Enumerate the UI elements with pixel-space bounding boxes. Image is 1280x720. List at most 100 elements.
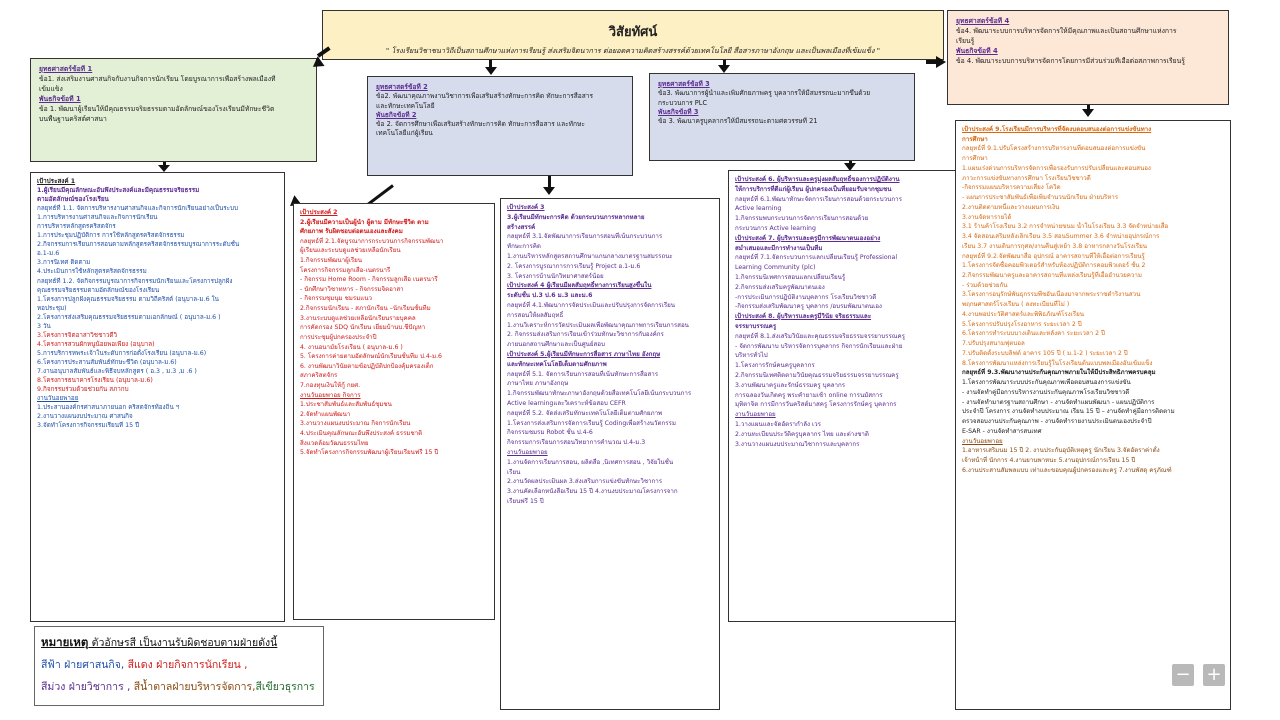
text-line: เป้าประสงค์ 4 ผู้เรียนมีผลสัมฤทธิ์ทางการ… [507, 282, 652, 290]
text-line: จรรยาบรรณครู [735, 322, 777, 330]
text-line: 1.งานจัดการเรียนการสอน, ผลิตสื่อ ,นิเทศก… [507, 458, 674, 466]
zoom-in-button[interactable]: + [1203, 664, 1225, 686]
text-line: 2. โครงการบูรณาการการเรียนรู้ Project อ.… [507, 262, 641, 270]
text-line: 5.จัดทำโครงการกิจกรรมพัฒนาผู้เรียนเรียนฟ… [300, 449, 439, 457]
text-line: 8.โครงการธนาคารโรงเรียน (อนุบาล-ม.6) [37, 377, 153, 385]
text-line: งานวันอยพาอย [735, 411, 776, 419]
text-line: 1.โครงการปลูกฝังคุณธรรมจริยธรรม ตามวิถีค… [37, 295, 219, 303]
arrowhead-goal-6 [844, 163, 856, 171]
text-line: 7.ปรับปรุงสนามฟุตบอล [962, 340, 1025, 348]
goal-9-lines: เป้าประสงค์ 9.โรงเรียนมีการบริหารที่จัดง… [962, 125, 1224, 475]
text-line: ยุทธศาสตร์ข้อที่ 3 [658, 80, 710, 88]
text-line: ภาวะการแข่งขันทางการศึกษา โรงเรียนวิชชาว… [962, 174, 1091, 182]
text-line: สม่ำเสมอและมีการทำงานเป็นทีม [735, 244, 823, 252]
text-line: ข้อ3. พัฒนาการผู้นำและเพิ่มศักยภาพครู บุ… [658, 89, 871, 98]
text-line: 1.การบริหารงานศาสนกิจและกิจการนักเรียน [37, 214, 158, 222]
text-line: คุณธรรมจริยธรรมตามอัตลักษณ์ของโรงเรียน [37, 286, 160, 294]
legend-heading-rest: ตัวอักษรสี เป็นงานรับผิดชอบตามฝ่ายดังนี้ [88, 637, 278, 649]
text-line: สร้างสรรค์ [507, 223, 536, 231]
goal-box-6: เป้าประสงค์ 6. ผู้บริหารและครูมุ่งผลสัมฤ… [728, 170, 958, 622]
text-line: 2. กิจกรรมส่งเสริมการเรียนเข้าร่วมทักษะว… [507, 331, 664, 339]
text-line: 1.โครงการจัดซื้อคอมพิวเตอร์สำหรับห้องปฏิ… [962, 262, 1146, 270]
arrowhead-goal-1 [158, 165, 170, 172]
zoom-out-button[interactable]: − [1172, 664, 1194, 686]
text-line: กิจกรรมการเรียนการสอนวิทยาการคำนวณ ป.4-ม… [507, 439, 646, 447]
text-line: งานวันอยพาอย [37, 395, 79, 403]
text-line: กระบวนการ PLC [658, 98, 708, 107]
text-line: เป้าประสงค์ 2 [300, 209, 338, 216]
text-line: เรียน 3.7 งานเดินการกุศล/งานคืนสู่เหย้า … [962, 242, 1147, 250]
text-line: - ร่วมด้วยช่วยกัน [962, 281, 1008, 289]
arrow-to-strategy-4 [926, 60, 940, 64]
text-line: กลยุทธ์ที่ 8.1.ส่งเสริมวินัยและคุณธรรมจร… [735, 332, 906, 340]
text-line: เป้าประสงค์ 7. ผู้บริหารและครูมีการพัฒนา… [735, 234, 881, 242]
text-line: 3.4 จัดสอนเสริมหลังเลิกเรียน 3.5 สอนSumm… [962, 233, 1160, 241]
text-line: - จัดการพัฒนาบ บริหารจัดการบุคลากร กิจกา… [735, 342, 903, 350]
goal-6-lines: เป้าประสงค์ 6. ผู้บริหารและครูมุ่งผลสัมฤ… [735, 175, 951, 449]
text-line: 2.กิจกรรมนิเทศติดตามวินัยคุณธรรมจริยธรรม… [735, 371, 899, 379]
text-line: 3.งานวางแผนงบประมาณวิชาการและบุคลากร [735, 440, 860, 448]
arrow-to-strategy-3 [723, 60, 726, 66]
text-line: 2.กิจกรรมนักเรียน - สภานักเรียน –นักเรีย… [300, 305, 431, 313]
text-line: 3.จัดทำโครงการกิจกรรมเรียนที่ 15 ปี [37, 422, 140, 430]
text-line: ระดับชั้น ป.3 ป.6 ม.3 และม.6 [507, 292, 593, 300]
text-line: บนพื้นฐานคริสต์ศาสนา [39, 114, 107, 123]
text-line: 6.งานประสานสัมพลแบบ เท่าและขอบคุณผู้ปกคร… [962, 466, 1172, 474]
text-line: ข้อ 3. พัฒนาครูบุคลากรให้มีสมรรถนะตามศตว… [658, 117, 818, 126]
text-line: ข้อ2. พัฒนาคุณภาพงานวิชาการเพื่อเสริมสร้… [376, 92, 594, 101]
text-line: เป้าประสงค์ 9.โรงเรียนมีการบริหารที่จัดง… [962, 126, 1152, 133]
text-line: เป้าประสงค์ 5.ผู้เรียนมีทักษะการสื่อสาร … [507, 350, 661, 358]
text-line: ตรวจสอบงานประกันคุณภาพ - งานจัดทำรายงานป… [962, 418, 1152, 426]
text-line: 3.การนิเทศ ติดตาม [37, 259, 91, 267]
text-line: 4. งานอนามัยโรงเรียน ( อนุบาล-ม.6 ) [300, 343, 403, 351]
text-line: งานวันอยพาอย กิจการ [300, 391, 361, 399]
text-line: 1.ประสานองค์กรศาสนาภายนอก คริสตจักรท้องถ… [37, 404, 180, 412]
text-line: กลยุทธ์ที่ 5.1. จัดการเรียนการสอนที่เน้น… [507, 370, 659, 378]
text-line: การคัดกรอง SDQ นักเรียน เยี่ยมบ้านบ.ชีปั… [300, 324, 426, 332]
text-line: กลยุทธ์ที่ 9.3.พัฒนางานประกันคุณภาพภายใน… [962, 369, 1156, 377]
text-line: ตามอัตลักษณ์ของโรงเรียน [37, 196, 109, 204]
text-line: 6.โครงการทำระบบบางเดินและหลังคา ระยะเวลา… [962, 330, 1105, 338]
legend-heading: หมายเหตุ [41, 635, 89, 649]
text-line: 5. โครงการค่ายตามอัตลักษณ์นักเรียนชั้นที… [300, 353, 442, 361]
text-line: และทักษะเทคโนโลยี [376, 101, 435, 110]
text-line: และทักษะเทคโนโลยีเต็มตามศักยภาพ [507, 360, 607, 368]
text-line: 2.โครงการส่งเสริมคุณธรรมจริยธรรมตามเอกลั… [37, 313, 221, 321]
text-line: 2.งานทะเบียนประวัติครูบุคลากร ไทย และต่า… [735, 430, 869, 438]
text-line: 1.โครงการรักษ์คนครูบุคลากร [735, 362, 815, 370]
legend-line-3: สีม่วง ฝ่ายวิชาการ , สีน้ำตาลฝ่ายบริหารจ… [41, 676, 317, 698]
text-line: ข้อ 2. จัดการศึกษาเพื่อเสริมสร้างทักษะกา… [376, 120, 585, 129]
text-line: 4.โครงการสวนผักหนูน้อยพอเพียง (อนุบาล) [37, 340, 155, 348]
text-line: การสอนให้ผลสัมฤทธิ์ [507, 311, 564, 319]
text-line: 3 วัน [37, 322, 51, 330]
text-line: 2.ผู้เรียนมีความเป็นผู้นำ ผู้ตาม มีทักษะ… [300, 218, 429, 226]
vision-box: วิสัยทัศน์ " โรงเรียนวิชาชนาวิถีเป็นสถาน… [322, 10, 944, 60]
text-line: หอประชุม) [37, 304, 67, 312]
text-line: กลยุทธ์ที่ 2.1.จัดบูรณาการกระบวนการกิจกร… [300, 237, 444, 245]
text-line: พฤกษศาสตร์โรงเรียน ( ลงทะเบียนที่ไม่ ) [962, 301, 1070, 309]
text-line: เข้มแข็ง [39, 84, 63, 93]
text-line: 3.งานคัดเลือกหนังสือเรียน 15 ปี 4.งานงบป… [507, 488, 678, 496]
text-line: ข้อ1. ส่งเสริมงานศาสนกิจกับงานกิจการนักเ… [39, 74, 276, 83]
text-line: ข้อ4. พัฒนาระบบการบริหารจัดการให้มีคุณภา… [956, 26, 1177, 35]
text-line: 1.โครงการส่งเสริมการจัดการเรียนรู้ Codin… [507, 419, 676, 427]
text-line: 3.งานจัดหารายได้ [962, 213, 1012, 221]
legend-note-box: หมายเหตุ ตัวอักษรสี เป็นงานรับผิดชอบตามฝ… [34, 626, 324, 706]
text-line: 1.งานวิเคราะห์การวัดประเมินผลเพื่อพัฒนาค… [507, 321, 689, 329]
legend-green: สีเขียวธุรการ [255, 681, 315, 693]
text-line: ข้อ 1. พัฒนาผู้เรียนให้มีคุณธรรมจริยธรรม… [39, 104, 275, 113]
text-line: 4.ประเมินคุณลักษณะอันพึงประสงค์ ธรรมชาติ [300, 430, 423, 438]
text-line: 1.แผนเร่งด่วนการบริหารจัดการเพื่อรองรับก… [962, 164, 1151, 172]
text-line: กลยุทธ์ที่ 1.1. จัดการบริหารงานศาสนกิจแล… [37, 205, 239, 213]
text-line: 3.งานวางแผนงบประมาณ กิจการนักเรียน [300, 420, 411, 428]
text-line: 3.งานพัฒนาครูและรักษ์ธรรมครู บุคลากร [735, 381, 846, 389]
text-line: - นักศึกษาวิชาทหาร - กิจกรรมจิตอาสา [300, 285, 404, 293]
text-line: พันธกิจข้อที่ 1 [39, 94, 81, 103]
text-line: กระบวนการ Active learning [735, 224, 816, 232]
legend-purple: สีม่วง ฝ่ายวิชาการ , [41, 681, 134, 693]
